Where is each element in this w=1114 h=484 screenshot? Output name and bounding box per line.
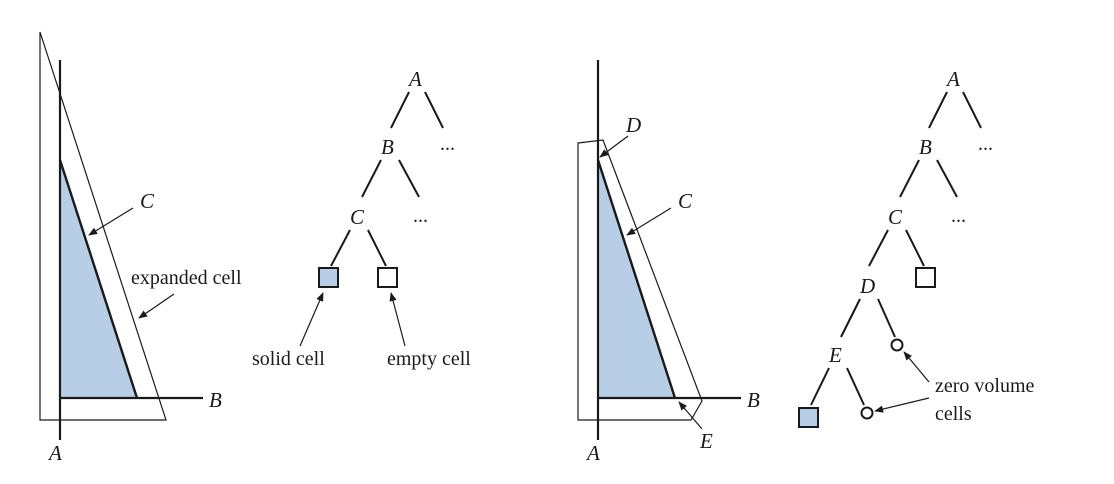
left-tree-edge	[398, 159, 420, 198]
right-boundary-arrow	[626, 207, 672, 236]
right-tree: A ... B ... C D E zero volume cells	[798, 67, 1035, 428]
left-tree-solid-cell	[318, 267, 339, 288]
left-expanded-cell-arrow	[138, 293, 175, 319]
left-tree-edge	[424, 91, 444, 129]
right-corner-bottom-label: E	[699, 429, 713, 453]
right-tree-zero-volume-arrow-lower	[874, 397, 930, 413]
left-tree-ellipsis-root: ...	[440, 133, 455, 155]
left-tree-empty-cell-arrow	[389, 292, 406, 347]
right-tree-node-d: D	[859, 274, 875, 298]
right-tree-zero-volume-arrow-upper	[903, 351, 930, 383]
left-axis-horizontal-label: B	[209, 388, 222, 412]
right-tree-node-b: B	[919, 135, 932, 159]
left-tree-node-b: B	[381, 135, 394, 159]
left-tree-edge	[367, 229, 387, 267]
right-axis-vertical-label: A	[585, 441, 600, 465]
right-tree-edge	[905, 229, 925, 267]
right-tree-zero-volume-cell	[890, 338, 904, 352]
right-tree-node-c: C	[888, 205, 903, 229]
right-tree-edge	[846, 367, 865, 406]
left-tree-node-c: C	[350, 205, 365, 229]
left-boundary-label: C	[140, 189, 155, 213]
left-tree-empty-cell-label: empty cell	[387, 348, 471, 370]
left-tree-ellipsis-b: ...	[413, 205, 428, 227]
right-tree-edge	[810, 367, 830, 406]
left-tree-solid-cell-arrow	[299, 292, 324, 347]
right-tree-ellipsis-b: ...	[951, 205, 966, 227]
right-tree-zero-volume-cell	[860, 406, 874, 420]
left-tree: A ... B ... C solid cell empty cell	[252, 67, 471, 370]
left-boundary-edge	[58, 159, 139, 399]
right-tree-zero-volume-label-line1: zero volume	[935, 375, 1035, 397]
left-axis-vertical-label: A	[47, 441, 62, 465]
left-tree-node-a: A	[407, 67, 422, 91]
right-boundary-edge	[596, 159, 677, 399]
left-tree-edge	[361, 159, 382, 198]
right-geometry: A B C D E	[577, 60, 760, 465]
left-tree-solid-cell-label: solid cell	[252, 348, 325, 370]
right-tree-edge	[962, 91, 982, 129]
right-tree-empty-cell	[915, 267, 936, 288]
left-expanded-cell-label: expanded cell	[131, 267, 242, 289]
left-geometry: A B C expanded cell	[39, 31, 242, 465]
right-corner-bottom-arrow	[678, 401, 703, 430]
left-boundary-arrow	[88, 207, 134, 236]
right-tree-zero-volume-label-line2: cells	[935, 403, 972, 425]
right-tree-edge	[928, 91, 948, 129]
right-tree-edge	[936, 159, 958, 198]
right-corner-top-label: D	[625, 113, 641, 137]
right-tree-ellipsis-root: ...	[978, 133, 993, 155]
right-tree-node-a: A	[945, 67, 960, 91]
right-tree-solid-cell	[798, 407, 819, 428]
right-tree-edge	[840, 298, 861, 338]
right-corner-top-arrow	[599, 135, 629, 158]
left-tree-edge	[390, 91, 410, 129]
left-tree-empty-cell	[377, 267, 398, 288]
right-tree-edge	[899, 159, 920, 198]
right-axis-horizontal-label: B	[747, 388, 760, 412]
right-tree-edge	[877, 298, 896, 338]
left-tree-edge	[330, 229, 351, 267]
right-tree-edge	[868, 229, 889, 267]
right-tree-node-e: E	[828, 343, 842, 367]
right-boundary-label: C	[678, 189, 693, 213]
